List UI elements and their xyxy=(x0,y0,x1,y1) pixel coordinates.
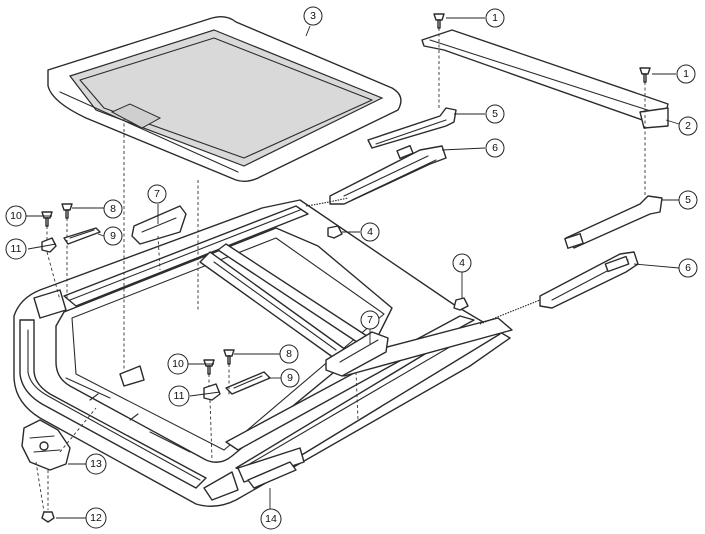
front-deflector-trim xyxy=(421,29,669,129)
callout-14: 14 xyxy=(260,508,282,530)
callout-11-left: 11 xyxy=(5,238,27,260)
callout-9-left: 9 xyxy=(103,226,123,246)
svg-text:4: 4 xyxy=(459,257,465,269)
screw-8-right xyxy=(223,349,235,365)
callout-4-upper: 4 xyxy=(360,222,380,242)
svg-text:1: 1 xyxy=(683,68,689,80)
guide-bracket-lower xyxy=(539,251,639,309)
guide-bracket-upper xyxy=(329,144,447,205)
slide-block-4-upper xyxy=(327,225,343,239)
svg-text:5: 5 xyxy=(685,194,691,206)
callout-7-right: 7 xyxy=(360,310,380,330)
leader-lines xyxy=(26,17,680,519)
callout-9-right: 9 xyxy=(280,368,300,388)
callout-6-upper: 6 xyxy=(485,138,505,158)
svg-text:9: 9 xyxy=(287,372,293,384)
svg-text:9: 9 xyxy=(110,230,116,242)
link-arm-lower xyxy=(564,195,663,249)
callout-3: 3 xyxy=(303,6,323,26)
svg-text:5: 5 xyxy=(492,108,498,120)
bracket-9-left xyxy=(63,227,101,245)
svg-text:7: 7 xyxy=(367,314,373,326)
svg-text:6: 6 xyxy=(685,262,691,274)
screw-1-left xyxy=(433,13,445,29)
callout-6-lower: 6 xyxy=(678,258,698,278)
drive-cable-upper xyxy=(305,197,349,207)
svg-text:11: 11 xyxy=(174,390,185,402)
svg-text:7: 7 xyxy=(154,188,160,200)
sunroof-frame xyxy=(13,199,513,507)
callout-4-lower: 4 xyxy=(452,253,472,273)
svg-text:11: 11 xyxy=(11,243,22,255)
callout-8-right: 8 xyxy=(279,344,299,364)
callout-5-lower: 5 xyxy=(678,190,698,210)
drive-cable-lower xyxy=(479,299,541,325)
screw-1-right xyxy=(639,67,651,83)
svg-text:6: 6 xyxy=(492,142,498,154)
callout-1-top: 1 xyxy=(485,8,505,28)
svg-text:3: 3 xyxy=(310,10,316,22)
callout-8-left: 8 xyxy=(103,199,123,219)
svg-text:12: 12 xyxy=(90,512,102,524)
screw-8-left xyxy=(61,203,73,219)
callout-12: 12 xyxy=(85,507,107,529)
clip-11-right xyxy=(203,383,221,401)
sunroof-motor-13 xyxy=(21,419,71,471)
callout-13: 13 xyxy=(85,453,107,475)
screw-10-left xyxy=(41,211,53,227)
callout-7-left: 7 xyxy=(147,184,167,204)
svg-text:14: 14 xyxy=(265,513,277,525)
svg-text:2: 2 xyxy=(685,120,691,132)
nut-12 xyxy=(41,511,55,523)
drain-tube-14 xyxy=(247,461,297,489)
link-arm-upper xyxy=(367,107,457,149)
callout-5-upper: 5 xyxy=(485,104,505,124)
callout-10-right: 10 xyxy=(167,353,189,375)
callout-10-left: 10 xyxy=(5,205,27,227)
guide-7-left xyxy=(131,205,187,245)
callout-1-right: 1 xyxy=(676,64,696,84)
svg-text:8: 8 xyxy=(286,348,292,360)
callout-2: 2 xyxy=(678,116,698,136)
callout-11-right: 11 xyxy=(168,385,190,407)
sunroof-glass-panel xyxy=(47,15,402,183)
guide-7-right xyxy=(325,331,389,377)
svg-text:10: 10 xyxy=(10,210,22,222)
svg-text:10: 10 xyxy=(172,358,184,370)
slide-block-4-lower xyxy=(453,297,469,311)
svg-text:1: 1 xyxy=(492,12,498,24)
svg-text:8: 8 xyxy=(110,203,116,215)
svg-text:13: 13 xyxy=(90,458,102,470)
svg-text:4: 4 xyxy=(367,226,373,238)
